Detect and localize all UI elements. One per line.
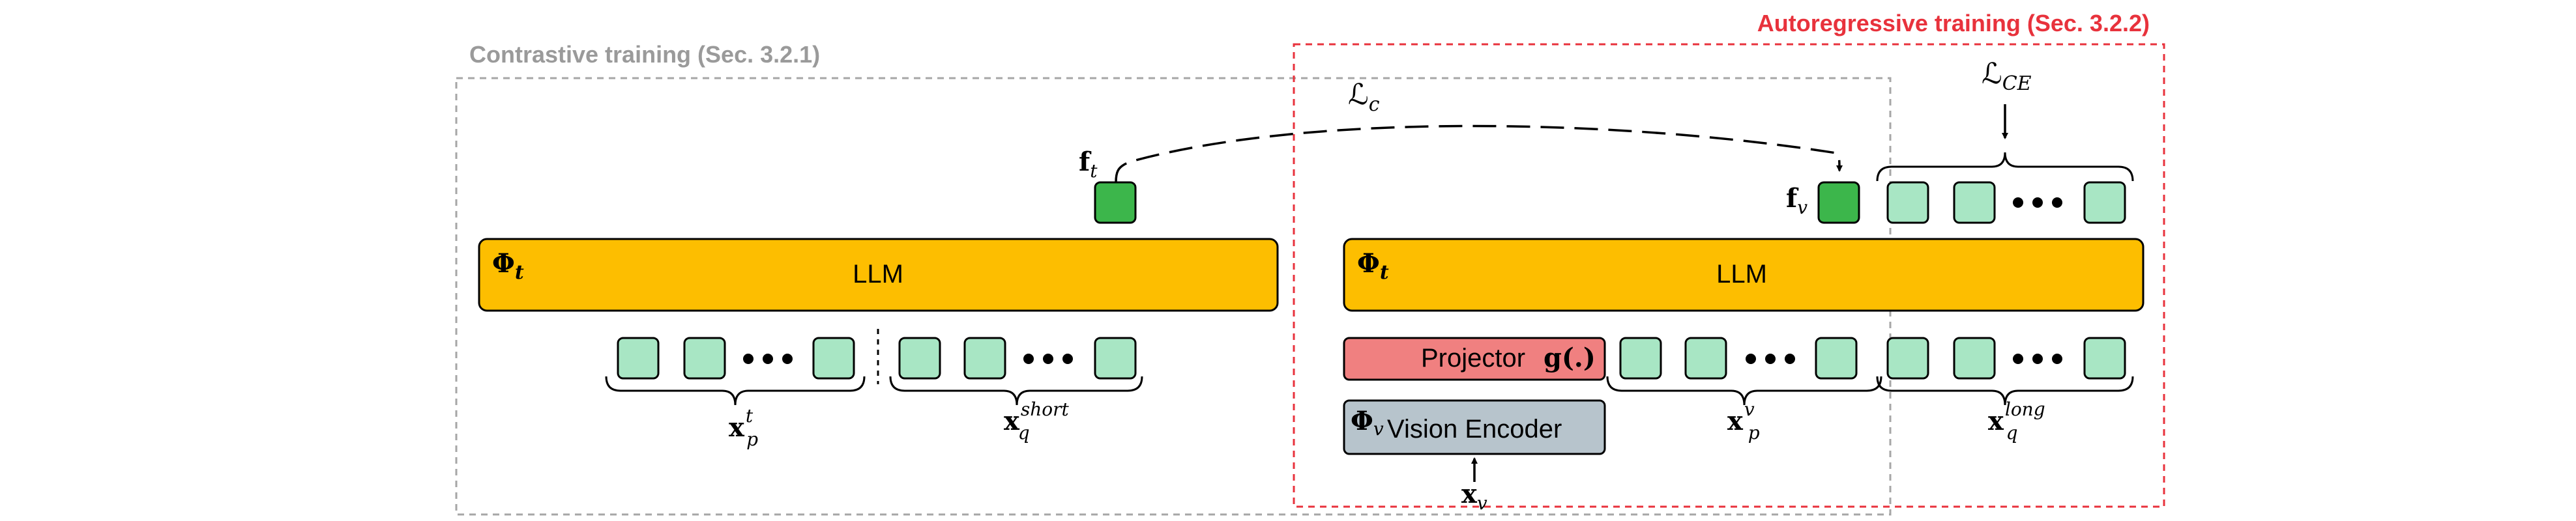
svg-text:Φt: Φt [1357,248,1389,284]
right-llm-block: Φt LLM [1343,238,2144,312]
left-llm-phi: Φ [492,248,515,279]
svg-text:fv: fv [1786,183,1808,218]
svg-text:Φt: Φt [492,248,524,284]
left-prompt-tokens [617,337,855,380]
left-llm-label: LLM [853,260,903,289]
contrastive-loss-arc [1115,124,1843,183]
right-llm-label: LLM [1716,260,1767,289]
vision-encoder-phi: Φ [1351,406,1373,436]
brace-x-q-short [889,376,1143,406]
right-prompt-tokens [1619,337,1858,380]
brace-x-p-t [605,376,866,406]
brace-x-p-v [1606,376,1882,406]
vision-encoder-label: Vision Encoder [1387,415,1562,444]
contrastive-loss-label: ℒc [1348,78,1380,116]
contrastive-training-label: Contrastive training (Sec. 3.2.1) [469,41,820,68]
autoregressive-training-label: Autoregressive training (Sec. 3.2.2) [1757,10,2150,36]
autoregressive-training-frame [1293,43,2165,508]
label-x-v: xv [1461,479,1487,514]
right-feature-f-v: fv [1786,181,1860,224]
projector-fn: g(.) [1544,343,1596,373]
brace-x-q-long [1876,376,2134,406]
projector-label: Projector [1421,344,1525,373]
right-query-long-tokens [1886,337,2126,380]
left-llm-block: Φt LLM [478,238,1279,312]
left-query-short-tokens [898,337,1137,380]
brace-loss-ce [1876,152,2134,182]
svg-text:ft: ft [1079,147,1098,182]
output-tokens [1886,181,2126,224]
svg-text:Φv: Φv [1351,406,1384,440]
contrastive-training-frame [455,77,1892,516]
loss-ce-label: ℒCE [1982,57,2032,95]
projector-block: Projector g(.) [1343,337,1606,381]
left-feature-f-t: ft [1079,147,1137,224]
right-llm-phi: Φ [1357,248,1380,279]
vision-encoder-block: Φv Vision Encoder [1343,399,1606,455]
